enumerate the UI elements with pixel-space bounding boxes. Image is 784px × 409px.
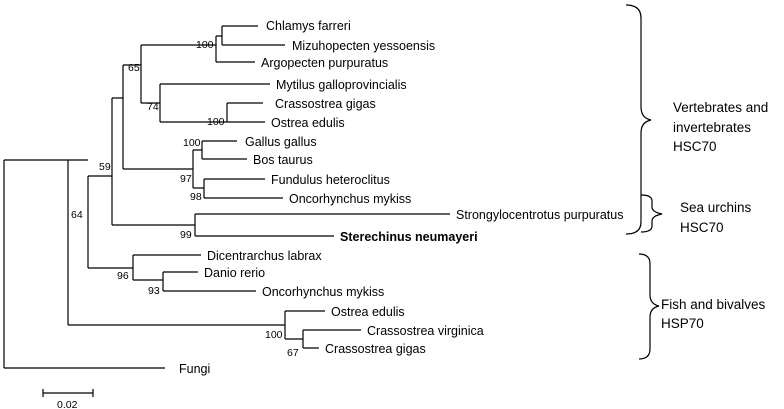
bootstrap-value: 59 xyxy=(99,161,111,173)
branch xyxy=(203,178,283,199)
branch xyxy=(140,44,216,104)
taxon-label: Strongylocentrotus purpuratus xyxy=(456,208,623,222)
branch xyxy=(111,97,195,226)
bootstrap-value: 97 xyxy=(180,173,192,185)
tree-branches xyxy=(3,25,450,369)
bootstrap-value: 96 xyxy=(117,270,129,282)
taxon-label: Argopecten purpuratus xyxy=(261,56,388,70)
taxon-label: Ostrea edulis xyxy=(271,116,345,130)
bootstrap-value: 67 xyxy=(287,347,299,359)
taxon-label: Ostrea edulis xyxy=(331,305,405,319)
taxon-label-highlighted: Sterechinus neumayeri xyxy=(340,230,478,244)
bootstrap-value: 100 xyxy=(265,329,283,341)
bootstrap-value: 98 xyxy=(190,191,202,203)
bootstrap-values: 100 65 74 100 100 59 97 98 64 99 96 93 1… xyxy=(71,39,299,359)
branch xyxy=(302,329,361,349)
group-label-line: invertebrates xyxy=(673,120,751,135)
brace-fish-bivalves xyxy=(638,253,660,360)
group-label-line: HSP70 xyxy=(661,316,704,331)
branch xyxy=(221,25,285,46)
branch xyxy=(122,64,193,170)
group-label-line: Vertebrates and xyxy=(673,100,768,115)
taxon-label: Gallus gallus xyxy=(245,135,317,149)
taxon-labels: Chlamys farreri Mizuhopecten yessoensis … xyxy=(179,19,623,376)
branch xyxy=(192,149,204,189)
group-label-line: Sea urchins xyxy=(680,200,752,215)
bootstrap-value: 65 xyxy=(128,62,140,74)
scale-bar-label: 0.02 xyxy=(57,399,78,409)
bootstrap-value: 100 xyxy=(196,39,214,51)
branch xyxy=(162,271,256,292)
taxon-label: Crassostrea gigas xyxy=(275,97,376,111)
group-label-line: Fish and bivalves xyxy=(661,297,766,312)
taxon-label: Oncorhynchus mykiss xyxy=(262,285,384,299)
taxon-label: Bos taurus xyxy=(253,153,313,167)
group-label-line: HSC70 xyxy=(673,139,717,154)
taxon-label: Oncorhynchus mykiss xyxy=(289,192,411,206)
taxon-label: Fundulus heteroclitus xyxy=(271,173,390,187)
taxon-label: Dicentrarchus labrax xyxy=(207,249,322,263)
scale-bar-line xyxy=(42,389,94,397)
taxon-label: Fungi xyxy=(179,362,210,376)
bootstrap-value: 74 xyxy=(147,101,159,113)
bootstrap-value: 100 xyxy=(183,137,201,149)
branch xyxy=(87,175,133,269)
taxon-label: Mytilus galloprovincialis xyxy=(276,78,407,92)
group-label-line: HSC70 xyxy=(680,220,724,235)
bootstrap-value: 99 xyxy=(180,229,192,241)
group-braces xyxy=(625,4,663,360)
branch xyxy=(132,254,201,281)
taxon-label: Crassostrea virginica xyxy=(367,324,484,338)
bootstrap-value: 93 xyxy=(148,285,160,297)
bootstrap-value: 64 xyxy=(71,209,83,221)
group-labels: Vertebrates and invertebrates HSC70 Sea … xyxy=(661,100,768,331)
branch xyxy=(159,83,270,123)
branch xyxy=(215,35,255,63)
taxon-label: Crassostrea gigas xyxy=(325,342,426,356)
branch xyxy=(194,213,450,237)
branch xyxy=(3,159,165,369)
branch xyxy=(226,102,265,123)
branch xyxy=(67,160,285,326)
brace-vertebrates-invertebrates xyxy=(625,4,652,235)
taxon-label: Danio rerio xyxy=(204,266,265,280)
scale-bar: 0.02 xyxy=(42,389,94,409)
branch xyxy=(201,140,247,160)
taxon-label: Chlamys farreri xyxy=(266,19,351,33)
taxon-label: Mizuhopecten yessoensis xyxy=(292,39,435,53)
bootstrap-value: 100 xyxy=(207,116,225,128)
brace-sea-urchins xyxy=(640,194,663,233)
branch xyxy=(284,310,325,340)
